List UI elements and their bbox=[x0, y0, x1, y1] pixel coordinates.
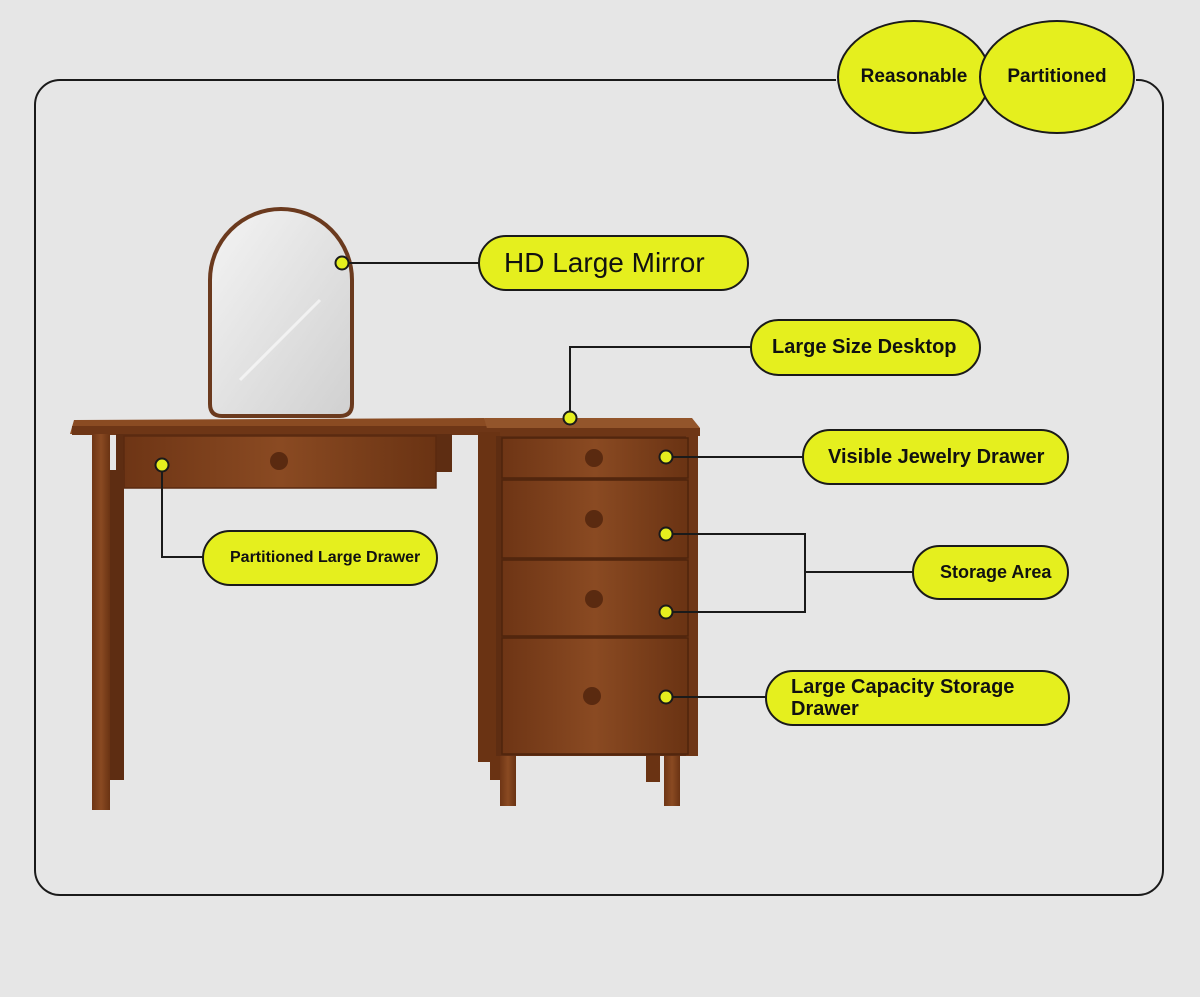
callout-large-capacity-storage-drawer: Large Capacity Storage Drawer bbox=[765, 670, 1070, 726]
callout-partitioned-large-drawer: Partitioned Large Drawer bbox=[202, 530, 438, 586]
badge-partitioned-label: Partitioned bbox=[1007, 66, 1107, 87]
callout-hd-large-mirror: HD Large Mirror bbox=[478, 235, 749, 291]
callout-lines bbox=[161, 262, 914, 698]
callout-visible-jewelry-drawer: Visible Jewelry Drawer bbox=[802, 429, 1069, 485]
cabinet-top bbox=[484, 418, 700, 436]
callout-dots bbox=[154, 255, 674, 705]
content-frame bbox=[34, 79, 1164, 896]
callout-partitioned-large-drawer-label: Partitioned Large Drawer bbox=[230, 549, 421, 566]
callout-storage-area-label: Storage Area bbox=[940, 562, 1052, 582]
desk-legs bbox=[92, 434, 124, 810]
callout-large-size-desktop: Large Size Desktop bbox=[750, 319, 981, 376]
callout-large-capacity-line1: Large Capacity Storage bbox=[791, 676, 1015, 698]
badge-reasonable: Reasonable bbox=[837, 20, 991, 134]
partitioned-drawer bbox=[116, 434, 452, 489]
callout-hd-large-mirror-label: HD Large Mirror bbox=[504, 247, 705, 278]
callout-visible-jewelry-drawer-label: Visible Jewelry Drawer bbox=[828, 445, 1045, 468]
callout-storage-area: Storage Area bbox=[912, 545, 1069, 600]
callout-large-capacity-line2: Drawer bbox=[791, 698, 859, 720]
badge-partitioned: Partitioned bbox=[979, 20, 1135, 134]
mirror bbox=[208, 207, 354, 418]
badge-reasonable-label: Reasonable bbox=[860, 66, 968, 87]
callout-large-size-desktop-label: Large Size Desktop bbox=[772, 336, 957, 358]
callout-large-capacity-storage-drawer-text: Large Capacity Storage Drawer bbox=[791, 676, 1014, 720]
desk-top bbox=[70, 418, 492, 435]
